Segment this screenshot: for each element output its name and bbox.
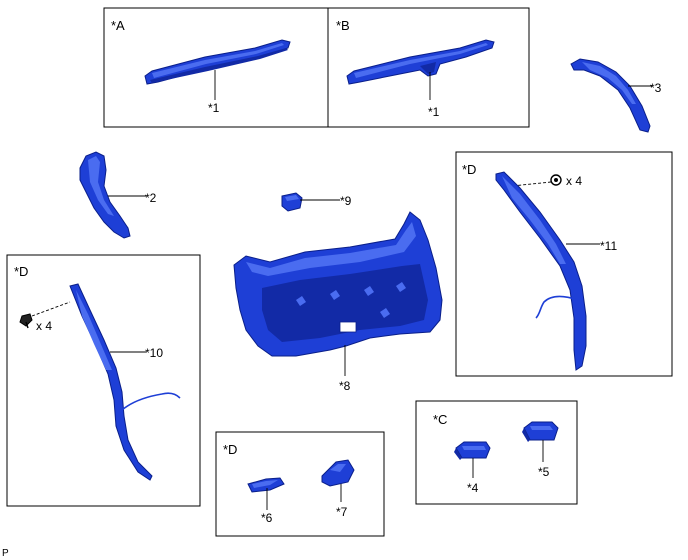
part-side-garnish-left	[79, 151, 131, 239]
box-d-bottom	[215, 431, 385, 537]
box-a-tag: *A	[111, 18, 125, 33]
part-side-trim-right	[495, 171, 587, 371]
box-d-left	[6, 254, 201, 507]
grommet-icon	[550, 174, 562, 186]
callout-6: *6	[261, 511, 273, 525]
part-cover-5	[522, 421, 559, 442]
part-back-door-trim-board	[233, 211, 443, 357]
clip-icon	[19, 313, 33, 329]
leader-grommet	[511, 181, 552, 187]
box-c	[415, 400, 578, 505]
part-cover-6	[247, 477, 285, 493]
part-side-trim-left	[69, 283, 153, 481]
callout-2: *2	[145, 191, 157, 205]
wire-harness-left	[121, 392, 181, 411]
part-upper-garnish-a	[144, 39, 291, 85]
wire-harness-right	[535, 295, 579, 319]
box-b	[327, 7, 530, 128]
callout-8: *8	[339, 379, 351, 393]
callout-9: *9	[340, 194, 352, 208]
part-small-clip	[281, 192, 303, 212]
callout-1a: *1	[208, 101, 220, 115]
callout-4: *4	[467, 481, 479, 495]
part-side-garnish-right	[570, 58, 651, 133]
footer-code: P	[2, 548, 9, 559]
callout-7: *7	[336, 505, 348, 519]
callout-1b: *1	[428, 105, 440, 119]
box-d-left-tag: *D	[14, 264, 28, 279]
callout-5: *5	[538, 465, 550, 479]
box-c-tag: *C	[433, 412, 447, 427]
quantity-right-clip: x 4	[566, 174, 582, 188]
part-cover-7	[321, 459, 355, 487]
part-upper-garnish-b	[346, 39, 495, 85]
box-d-bottom-tag: *D	[223, 442, 237, 457]
callout-3: *3	[650, 81, 662, 95]
quantity-left-clip: x 4	[36, 319, 52, 333]
part-cover-4	[454, 441, 491, 460]
box-d-right-tag: *D	[462, 162, 476, 177]
leader-clip	[31, 301, 71, 317]
box-d-right	[455, 151, 673, 377]
callout-10: *10	[145, 346, 163, 360]
box-b-tag: *B	[336, 18, 350, 33]
callout-11: *11	[600, 239, 617, 253]
